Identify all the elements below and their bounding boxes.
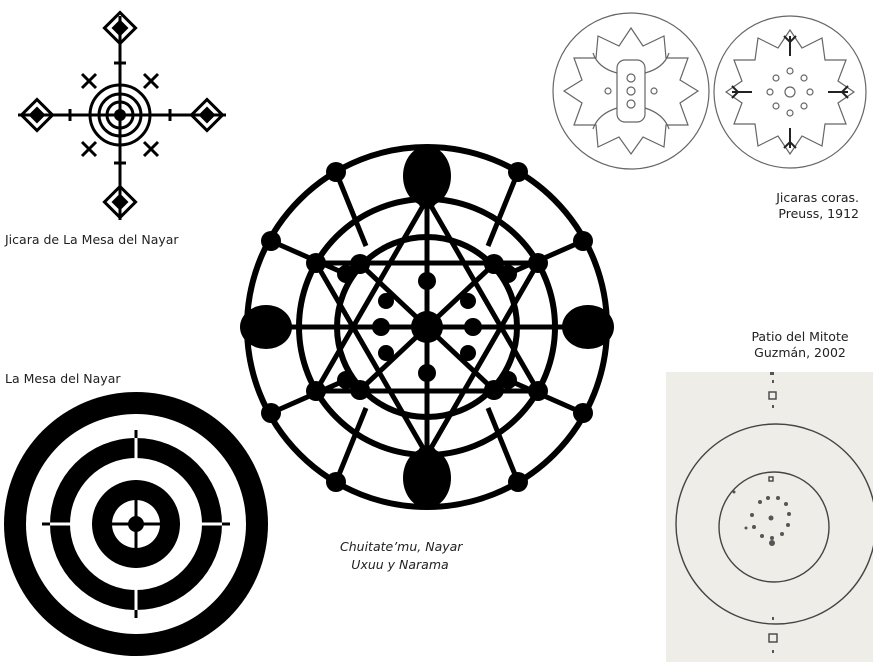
patio-mitote-figure (666, 372, 873, 662)
chuitate-figure (236, 146, 620, 530)
jicara-mesa-figure (10, 8, 235, 230)
jicaras-coras-caption-2: Preuss, 1912 (778, 206, 859, 222)
patio-mitote-caption-2: Guzmán, 2002 (730, 345, 870, 361)
mesa-nayar-target (2, 390, 272, 660)
patio-mitote-plan (666, 372, 873, 662)
jicara-mesa-caption: Jicara de La Mesa del Nayar (5, 232, 179, 248)
jicaras-coras-caption-1: Jicaras coras. (776, 190, 859, 206)
chuitate-caption-2: Uxuu y Narama (340, 557, 460, 573)
jicara-mesa-symbol (10, 8, 235, 230)
mesa-nayar-caption: La Mesa del Nayar (5, 371, 121, 387)
chuitate-caption-1: Chuitate’mu, Nayar (340, 539, 460, 555)
mesa-nayar-figure (2, 390, 272, 660)
patio-mitote-caption-1: Patio del Mitote (730, 329, 870, 345)
chuitate-mandala (236, 146, 620, 530)
